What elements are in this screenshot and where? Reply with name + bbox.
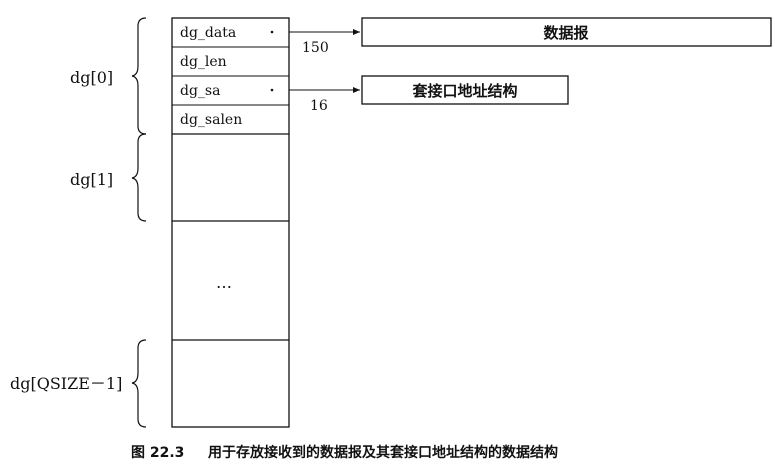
figure-number: 图 22.3 (131, 445, 184, 461)
field-dg-data: dg_data (180, 25, 236, 41)
array-outline (171, 17, 290, 428)
label-dg1: dg[1] (70, 170, 113, 189)
array-column (171, 17, 290, 428)
brace-dg0 (131, 17, 147, 135)
sockaddr-box (361, 75, 569, 105)
field-dg-len: dg_len (180, 54, 227, 70)
field-dg-sa: dg_sa (180, 83, 220, 99)
brace-dg1 (131, 133, 147, 222)
ellipsis: … (216, 273, 232, 292)
label-dg-last: dg[QSIZE－1] (10, 374, 122, 393)
field-dg-salen: dg_salen (180, 112, 242, 128)
pointer-dot (270, 30, 274, 34)
datagram-label: 数据报 (543, 24, 588, 42)
figure-caption: 用于存放接收到的数据报及其套接口地址结构的数据结构 (208, 444, 558, 461)
datagram-box (361, 17, 772, 47)
sockaddr-label: 套接口地址结构 (411, 82, 517, 100)
size-150: 150 (302, 40, 329, 56)
size-16: 16 (310, 98, 328, 114)
brace-dg-last (131, 339, 147, 428)
pointer-dot (270, 88, 274, 92)
label-dg0: dg[0] (70, 68, 113, 87)
